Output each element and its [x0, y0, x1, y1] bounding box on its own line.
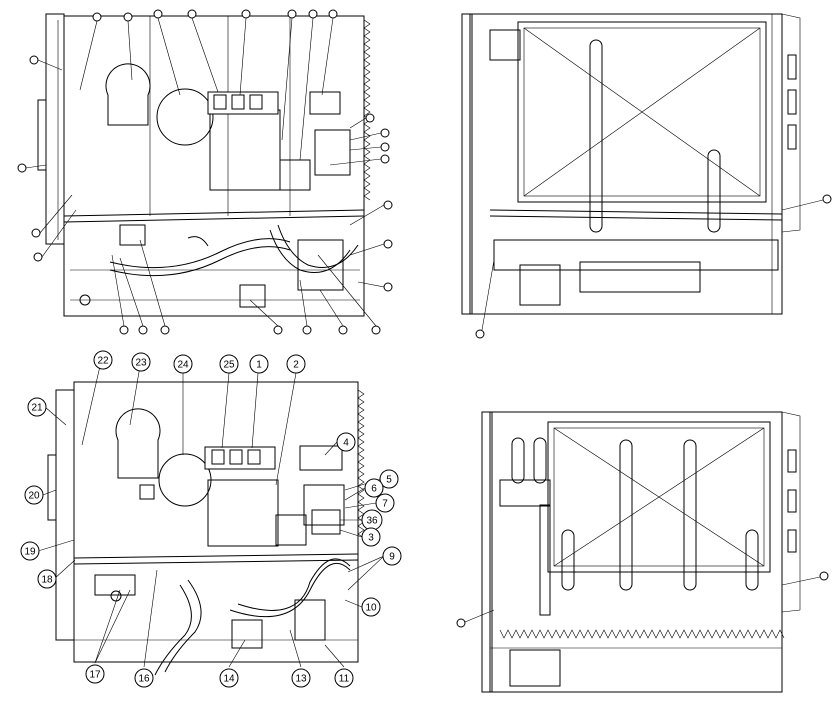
svg-text:22: 22 — [97, 356, 109, 367]
svg-text:1: 1 — [256, 360, 262, 371]
callout-4: 4 — [336, 432, 356, 452]
svg-text:7: 7 — [382, 499, 388, 510]
callout-14: 14 — [219, 668, 239, 688]
callout-3: 3 — [361, 527, 381, 547]
svg-text:3: 3 — [368, 533, 374, 544]
uv-lamp-1 — [619, 439, 633, 591]
fan-motor — [156, 88, 214, 146]
callout-23: 23 — [131, 352, 151, 372]
fan-motor — [158, 453, 212, 507]
callout-9: 9 — [382, 546, 402, 566]
door-panel — [55, 389, 75, 641]
svg-text:2: 2 — [293, 360, 299, 371]
cabinet-side-outline — [469, 13, 783, 315]
callout-7: 7 — [375, 493, 395, 513]
top-left-callouts — [17, 9, 393, 335]
leader-lines — [37, 365, 385, 668]
callout-10: 10 — [361, 597, 381, 617]
cabinet-outline — [63, 15, 365, 317]
callout-2: 2 — [286, 354, 306, 374]
svg-text:21: 21 — [31, 403, 43, 414]
bottom-left-view: 22 23 24 25 1 2 21 4 5 20 6 7 36 3 19 18… — [20, 350, 402, 688]
cabinet-outline — [73, 381, 359, 663]
svg-text:36: 36 — [366, 516, 378, 527]
callout-18: 18 — [37, 569, 57, 589]
door-panel — [45, 13, 65, 245]
svg-text:10: 10 — [365, 603, 377, 614]
svg-text:19: 19 — [24, 547, 36, 558]
callout-36: 36 — [361, 509, 383, 531]
bottom-right-view — [456, 411, 829, 693]
callout-17: 17 — [85, 664, 105, 684]
svg-text:24: 24 — [177, 360, 189, 371]
svg-text:18: 18 — [41, 575, 53, 586]
svg-text:5: 5 — [386, 475, 392, 486]
callout-13: 13 — [291, 668, 311, 688]
svg-text:16: 16 — [138, 674, 150, 685]
callout-20: 20 — [24, 485, 44, 505]
filter-panel — [547, 421, 771, 573]
cabinet-side-outline — [489, 411, 783, 693]
callout-5: 5 — [379, 469, 399, 489]
svg-text:25: 25 — [223, 360, 235, 371]
callout-19: 19 — [20, 541, 40, 561]
door-handle — [47, 454, 56, 521]
control-plate — [209, 109, 281, 191]
svg-text:6: 6 — [371, 484, 377, 495]
svg-text:9: 9 — [389, 552, 395, 563]
svg-text:20: 20 — [28, 491, 40, 502]
svg-text:17: 17 — [89, 670, 101, 681]
svg-text:4: 4 — [343, 438, 349, 449]
uv-lamp-2 — [707, 149, 721, 233]
callout-22: 22 — [93, 350, 113, 370]
uv-lamp-2 — [683, 439, 697, 591]
door-handle — [37, 99, 46, 171]
callout-1: 1 — [249, 354, 269, 374]
svg-text:11: 11 — [339, 674, 350, 685]
callout-6: 6 — [364, 478, 384, 498]
fan-housing — [115, 408, 161, 479]
top-right-view — [461, 13, 832, 339]
callout-21: 21 — [27, 397, 47, 417]
callout-11: 11 — [334, 668, 354, 688]
callout-24: 24 — [173, 354, 193, 374]
top-left-view — [17, 9, 393, 335]
fan-housing — [105, 63, 151, 126]
svg-text:23: 23 — [135, 358, 147, 369]
uv-lamp-1 — [589, 39, 603, 233]
callout-25: 25 — [219, 354, 239, 374]
svg-text:13: 13 — [295, 674, 307, 685]
control-plate — [207, 479, 279, 547]
svg-text:14: 14 — [223, 674, 235, 685]
filter-panel — [517, 21, 767, 203]
callout-16: 16 — [134, 668, 154, 688]
